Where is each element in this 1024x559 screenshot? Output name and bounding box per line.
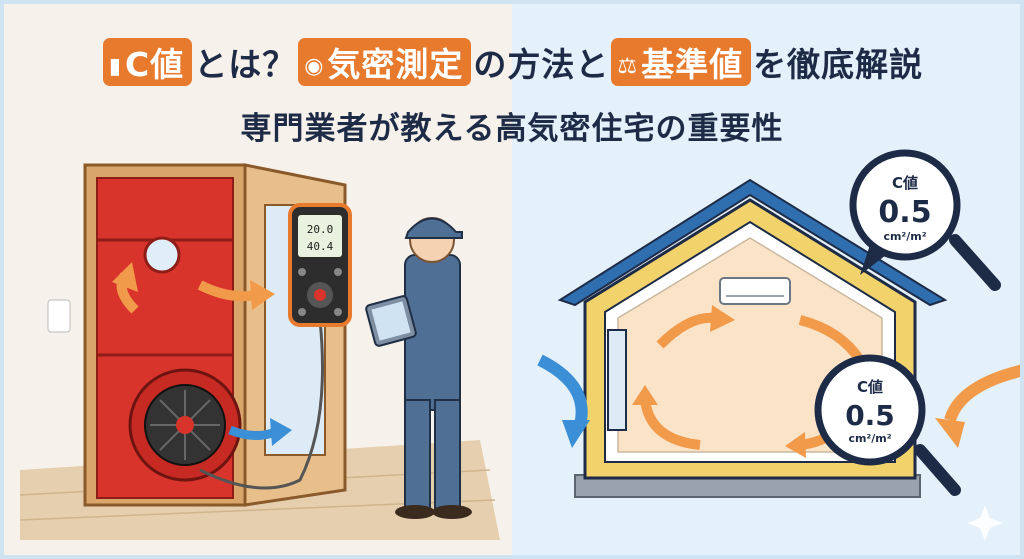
headline-text-1: とは？ xyxy=(194,45,297,84)
badge-standard-value-label: 基準値 xyxy=(641,45,744,84)
magnifier-top-label: C値 xyxy=(892,174,918,192)
magnifier-top: C値 0.5 cm²/m² xyxy=(849,149,1001,291)
badge-airtight-test-label: 気密測定 xyxy=(327,45,464,84)
meter-reading-2: 40.4 xyxy=(307,240,334,253)
magnifier-bottom-value: 0.5 xyxy=(845,399,895,432)
magnifier-bottom-unit: cm²/m² xyxy=(848,432,891,445)
headline-text-3: を徹底解説 xyxy=(753,45,924,84)
meter-reading-1: 20.0 xyxy=(307,223,334,236)
badge-standard-value: ⚖基準値 xyxy=(611,38,752,86)
magnifier-bottom: C値 0.5 cm²/m² xyxy=(814,354,961,496)
badge-c-value: ▮C値 xyxy=(102,38,193,86)
badge-c-value-label: C値 xyxy=(124,45,185,84)
airflow-arrow-right xyxy=(197,280,256,302)
badge-airtight-test: ◉気密測定 xyxy=(298,38,472,86)
cold-air-arrow xyxy=(537,354,588,427)
headline-text-2: の方法と xyxy=(473,45,610,84)
location-pin-icon: ◉ xyxy=(304,54,325,79)
roof xyxy=(557,178,948,307)
warm-air-arrow xyxy=(944,364,1024,423)
window xyxy=(607,329,627,431)
magnifier-bottom-label: C値 xyxy=(857,378,883,396)
balance-scale-icon: ⚖ xyxy=(617,54,639,79)
magnifier-top-value: 0.5 xyxy=(878,195,931,230)
magnifier-top-unit: cm²/m² xyxy=(883,230,926,243)
pressure-port xyxy=(143,236,181,274)
air-conditioner xyxy=(719,277,791,305)
light-switch xyxy=(47,299,71,333)
headline: ▮C値とは？◉気密測定の方法と⚖基準値を徹底解説 xyxy=(0,38,1024,86)
subtitle: 専門業者が教える高気密住宅の重要性 xyxy=(240,111,784,147)
pressure-hose xyxy=(199,319,324,490)
bar-chart-icon: ▮ xyxy=(108,54,122,79)
technician xyxy=(365,217,472,519)
sparkle-icon xyxy=(967,505,1003,541)
